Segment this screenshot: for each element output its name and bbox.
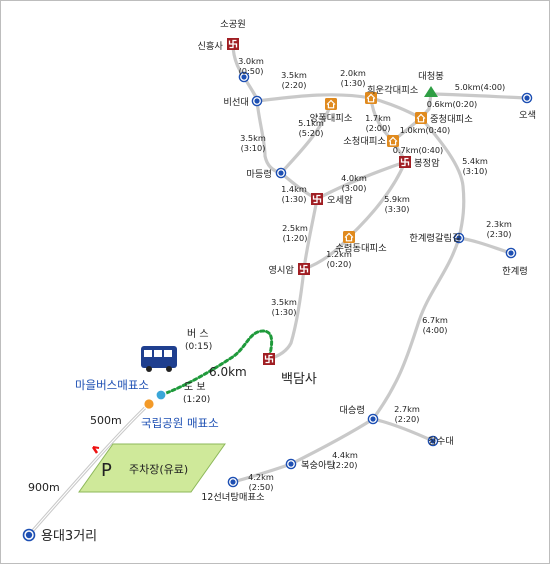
dist-daeseung-jangsudae-time: (2:20): [395, 414, 420, 424]
peak-icon-daecheongbong: [424, 86, 438, 97]
label-village-bus: 마을버스매표소: [75, 378, 149, 392]
label-bus-distance: 6.0km: [209, 365, 247, 379]
parking-flag-tip: [92, 446, 100, 449]
dist-oseam-bongjeongam-km: 4.0km: [341, 173, 367, 183]
dist-oseam-yeongsiam-km: 2.5km: [282, 223, 308, 233]
dist-daeseung-boksunga-time: (2:20): [333, 460, 358, 470]
label-walk-time: (1:20): [183, 395, 210, 405]
dist-huiungak-socheong-km: 1.7km: [365, 113, 391, 123]
dist-daeseung-jangsudae-km: 2.7km: [394, 404, 420, 414]
dist-jungcheong-ridge-time: (3:10): [463, 166, 488, 176]
label-900m: 900m: [28, 481, 60, 494]
dist-biseondae-madeung-km: 3.5km: [240, 133, 266, 143]
node-icon-madeungnyeong: [275, 167, 287, 179]
label-daecheongbong: 대청봉: [418, 71, 444, 82]
dist-socheong-jungcheong: 1.0km(0:40): [400, 125, 451, 135]
label-500m: 500m: [90, 414, 122, 427]
temple-icon-baekdamsa: [262, 352, 276, 366]
label-jangsudae: 장수대: [428, 436, 454, 447]
shelter-icon-jungcheong: [414, 111, 428, 125]
dist-bongjeongam-suryeom-km: 5.9km: [384, 194, 410, 204]
label-jungcheong: 중청대피소: [430, 114, 473, 125]
node-icon-hangyeryeong: [505, 247, 517, 259]
dist-daeseung-boksunga-km: 4.4km: [332, 450, 358, 460]
dist-huiungak-socheong-time: (2:00): [366, 123, 391, 133]
dist-boksunga-twelve-time: (2:50): [249, 482, 274, 492]
dist-yeongsiam-baekdamsa-km: 3.5km: [271, 297, 297, 307]
label-bus: 버 스: [187, 328, 209, 340]
label-bus-time: (0:15): [185, 342, 212, 352]
label-yongdae: 용대3거리: [41, 529, 97, 544]
dist-daecheong-jungcheong: 0.6km(0:20): [427, 99, 478, 109]
dist-oseam-yeongsiam-time: (1:20): [283, 233, 308, 243]
node-icon-osaek: [521, 92, 533, 104]
dist-jungcheong-ridge-km: 5.4km: [462, 156, 488, 166]
dist-ridge-daeseung-km: 6.7km: [422, 315, 448, 325]
label-sogongwon: 소공원: [220, 19, 246, 30]
dist-socheong-bongjeongam: 0.7km(0:40): [393, 145, 444, 155]
label-yangpok: 양폭대피소: [310, 113, 353, 124]
dist-bongjeongam-suryeom-time: (3:30): [385, 204, 410, 214]
label-sinheungsa: 신흥사: [197, 40, 223, 52]
ticket-office-icon: [143, 398, 155, 410]
label-oseam: 오세암: [327, 194, 353, 206]
label-walk: 도 보: [184, 381, 206, 393]
label-socheong: 소청대피소: [343, 136, 386, 147]
bus-icon: [141, 346, 177, 372]
dist-suryeom-yeongsiam-km: 1.2km: [326, 249, 352, 259]
label-park-ticket: 국립공원 매표소: [141, 416, 219, 430]
temple-icon-sinheungsa: [226, 37, 240, 51]
dist-sinheungsa-biseondae-km: 3.0km: [238, 56, 264, 66]
node-icon-yongdae: [25, 531, 33, 539]
parking-symbol: P: [101, 460, 112, 481]
dist-ridge-hangyeryeong-km: 2.3km: [486, 219, 512, 229]
label-twelve-falls: 12선녀탕매표소: [201, 492, 265, 503]
label-baekdamsa: 백담사: [281, 372, 317, 387]
label-osaek: 오색: [519, 110, 536, 121]
dist-suryeom-yeongsiam-time: (0:20): [327, 259, 352, 269]
label-suryeomdong: 수렴동대피소: [335, 242, 387, 254]
dist-ridge-hangyeryeong-time: (2:30): [487, 229, 512, 239]
label-daeseungnyeong: 대승령: [339, 404, 365, 416]
label-huiungak: 희운각대피소: [367, 84, 419, 96]
temple-icon-oseam: [310, 192, 324, 206]
label-hangyeryeong-ridge: 한계령갈림길: [409, 232, 460, 244]
label-parking: 주차장(유료): [129, 463, 188, 476]
label-biseondae: 비선대: [223, 97, 249, 108]
dist-yangpok-huiungak-time: (1:30): [341, 78, 366, 88]
dist-yeongsiam-baekdamsa-time: (1:30): [272, 307, 297, 317]
node-icon-twelve-falls: [227, 476, 239, 488]
shelter-icon-yangpok: [324, 97, 338, 111]
node-icon-daeseungnyeong: [367, 413, 379, 425]
dist-yangpok-madeung-km: 5.1km: [298, 118, 324, 128]
dist-madeung-oseam-km: 1.4km: [281, 184, 307, 194]
label-boksunga: 복숭아탕: [301, 460, 336, 471]
shelter-icon-suryeomdong: [342, 230, 356, 244]
temple-icon-bongjeongam: [398, 155, 412, 169]
bus-stop-icon: [155, 389, 167, 401]
dist-yangpok-madeung-time: (5:20): [299, 128, 324, 138]
dist-madeung-oseam-time: (1:30): [282, 194, 307, 204]
dist-oseam-bongjeongam-time: (3:00): [342, 183, 367, 193]
label-bongjeongam: 봉정암: [414, 157, 440, 169]
dist-biseondae-yangpok-time: (2:20): [282, 80, 307, 90]
label-madeungnyeong: 마등령: [246, 168, 272, 180]
node-icon-boksunga: [285, 458, 297, 470]
temple-icon-yeongsiam: [297, 262, 311, 276]
node-icon-biseondae: [251, 95, 263, 107]
dist-biseondae-madeung-time: (3:10): [241, 143, 266, 153]
label-hangyeryeong: 한계령: [502, 265, 528, 277]
bus-route-line: [159, 329, 274, 397]
dist-boksunga-twelve-km: 4.2km: [248, 472, 274, 482]
dist-daecheong-osaek: 5.0km(4:00): [455, 82, 506, 92]
label-yeongsiam: 영시암: [268, 264, 294, 276]
dist-ridge-daeseung-time: (4:00): [423, 325, 448, 335]
dist-yangpok-huiungak-km: 2.0km: [340, 68, 366, 78]
dist-biseondae-yangpok-km: 3.5km: [281, 70, 307, 80]
dist-sinheungsa-biseondae-time: (0:50): [239, 66, 264, 76]
parking-lot-shape: [78, 443, 226, 493]
